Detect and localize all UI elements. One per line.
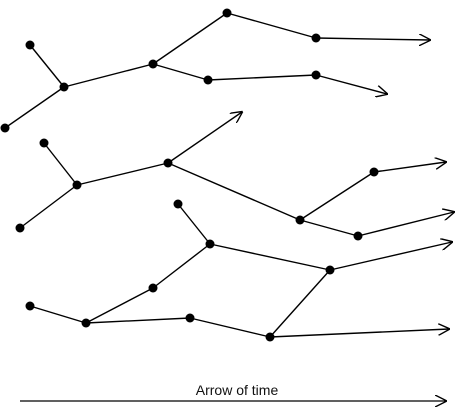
node [148, 283, 158, 293]
edge [299, 171, 375, 221]
node [295, 215, 305, 225]
node [0, 123, 10, 133]
node [222, 8, 232, 18]
edge [63, 63, 154, 88]
edge-arrow [357, 212, 454, 237]
node [325, 265, 335, 275]
edge-arrow [315, 74, 387, 94]
edge-arrow [329, 242, 452, 271]
edge [207, 74, 317, 81]
edge-arrow [315, 38, 430, 40]
node [25, 301, 35, 311]
node [265, 332, 275, 342]
node [81, 318, 91, 328]
edge [76, 162, 169, 186]
edge-arrow [373, 162, 446, 173]
edge [209, 243, 331, 271]
edge [226, 12, 317, 39]
node [25, 40, 35, 50]
edge [269, 269, 331, 338]
node [15, 223, 25, 233]
edge [299, 219, 359, 237]
edge [85, 287, 154, 324]
edge [19, 184, 78, 229]
node [39, 138, 49, 148]
edge [152, 12, 228, 65]
node [353, 231, 363, 241]
node [163, 158, 173, 168]
node [311, 70, 321, 80]
cluster-middle [19, 112, 454, 237]
edge-arrow [167, 112, 242, 164]
edge [177, 203, 211, 245]
node [369, 167, 379, 177]
edge [85, 317, 191, 324]
node [72, 180, 82, 190]
edge [43, 142, 78, 186]
node [59, 82, 69, 92]
cluster-bottom [29, 203, 452, 338]
time-axis-label: Arrow of time [195, 382, 279, 398]
edge [167, 162, 301, 221]
edge [29, 305, 87, 324]
node [148, 59, 158, 69]
edge [4, 86, 65, 129]
node [173, 199, 183, 209]
edge [29, 44, 65, 88]
node [205, 239, 215, 249]
cluster-top [4, 12, 430, 129]
nodes [0, 8, 379, 342]
node [185, 313, 195, 323]
edge [152, 243, 211, 289]
edge-arrow [269, 329, 449, 338]
node [203, 75, 213, 85]
edge [152, 63, 209, 81]
node [311, 33, 321, 43]
edge [189, 317, 271, 338]
